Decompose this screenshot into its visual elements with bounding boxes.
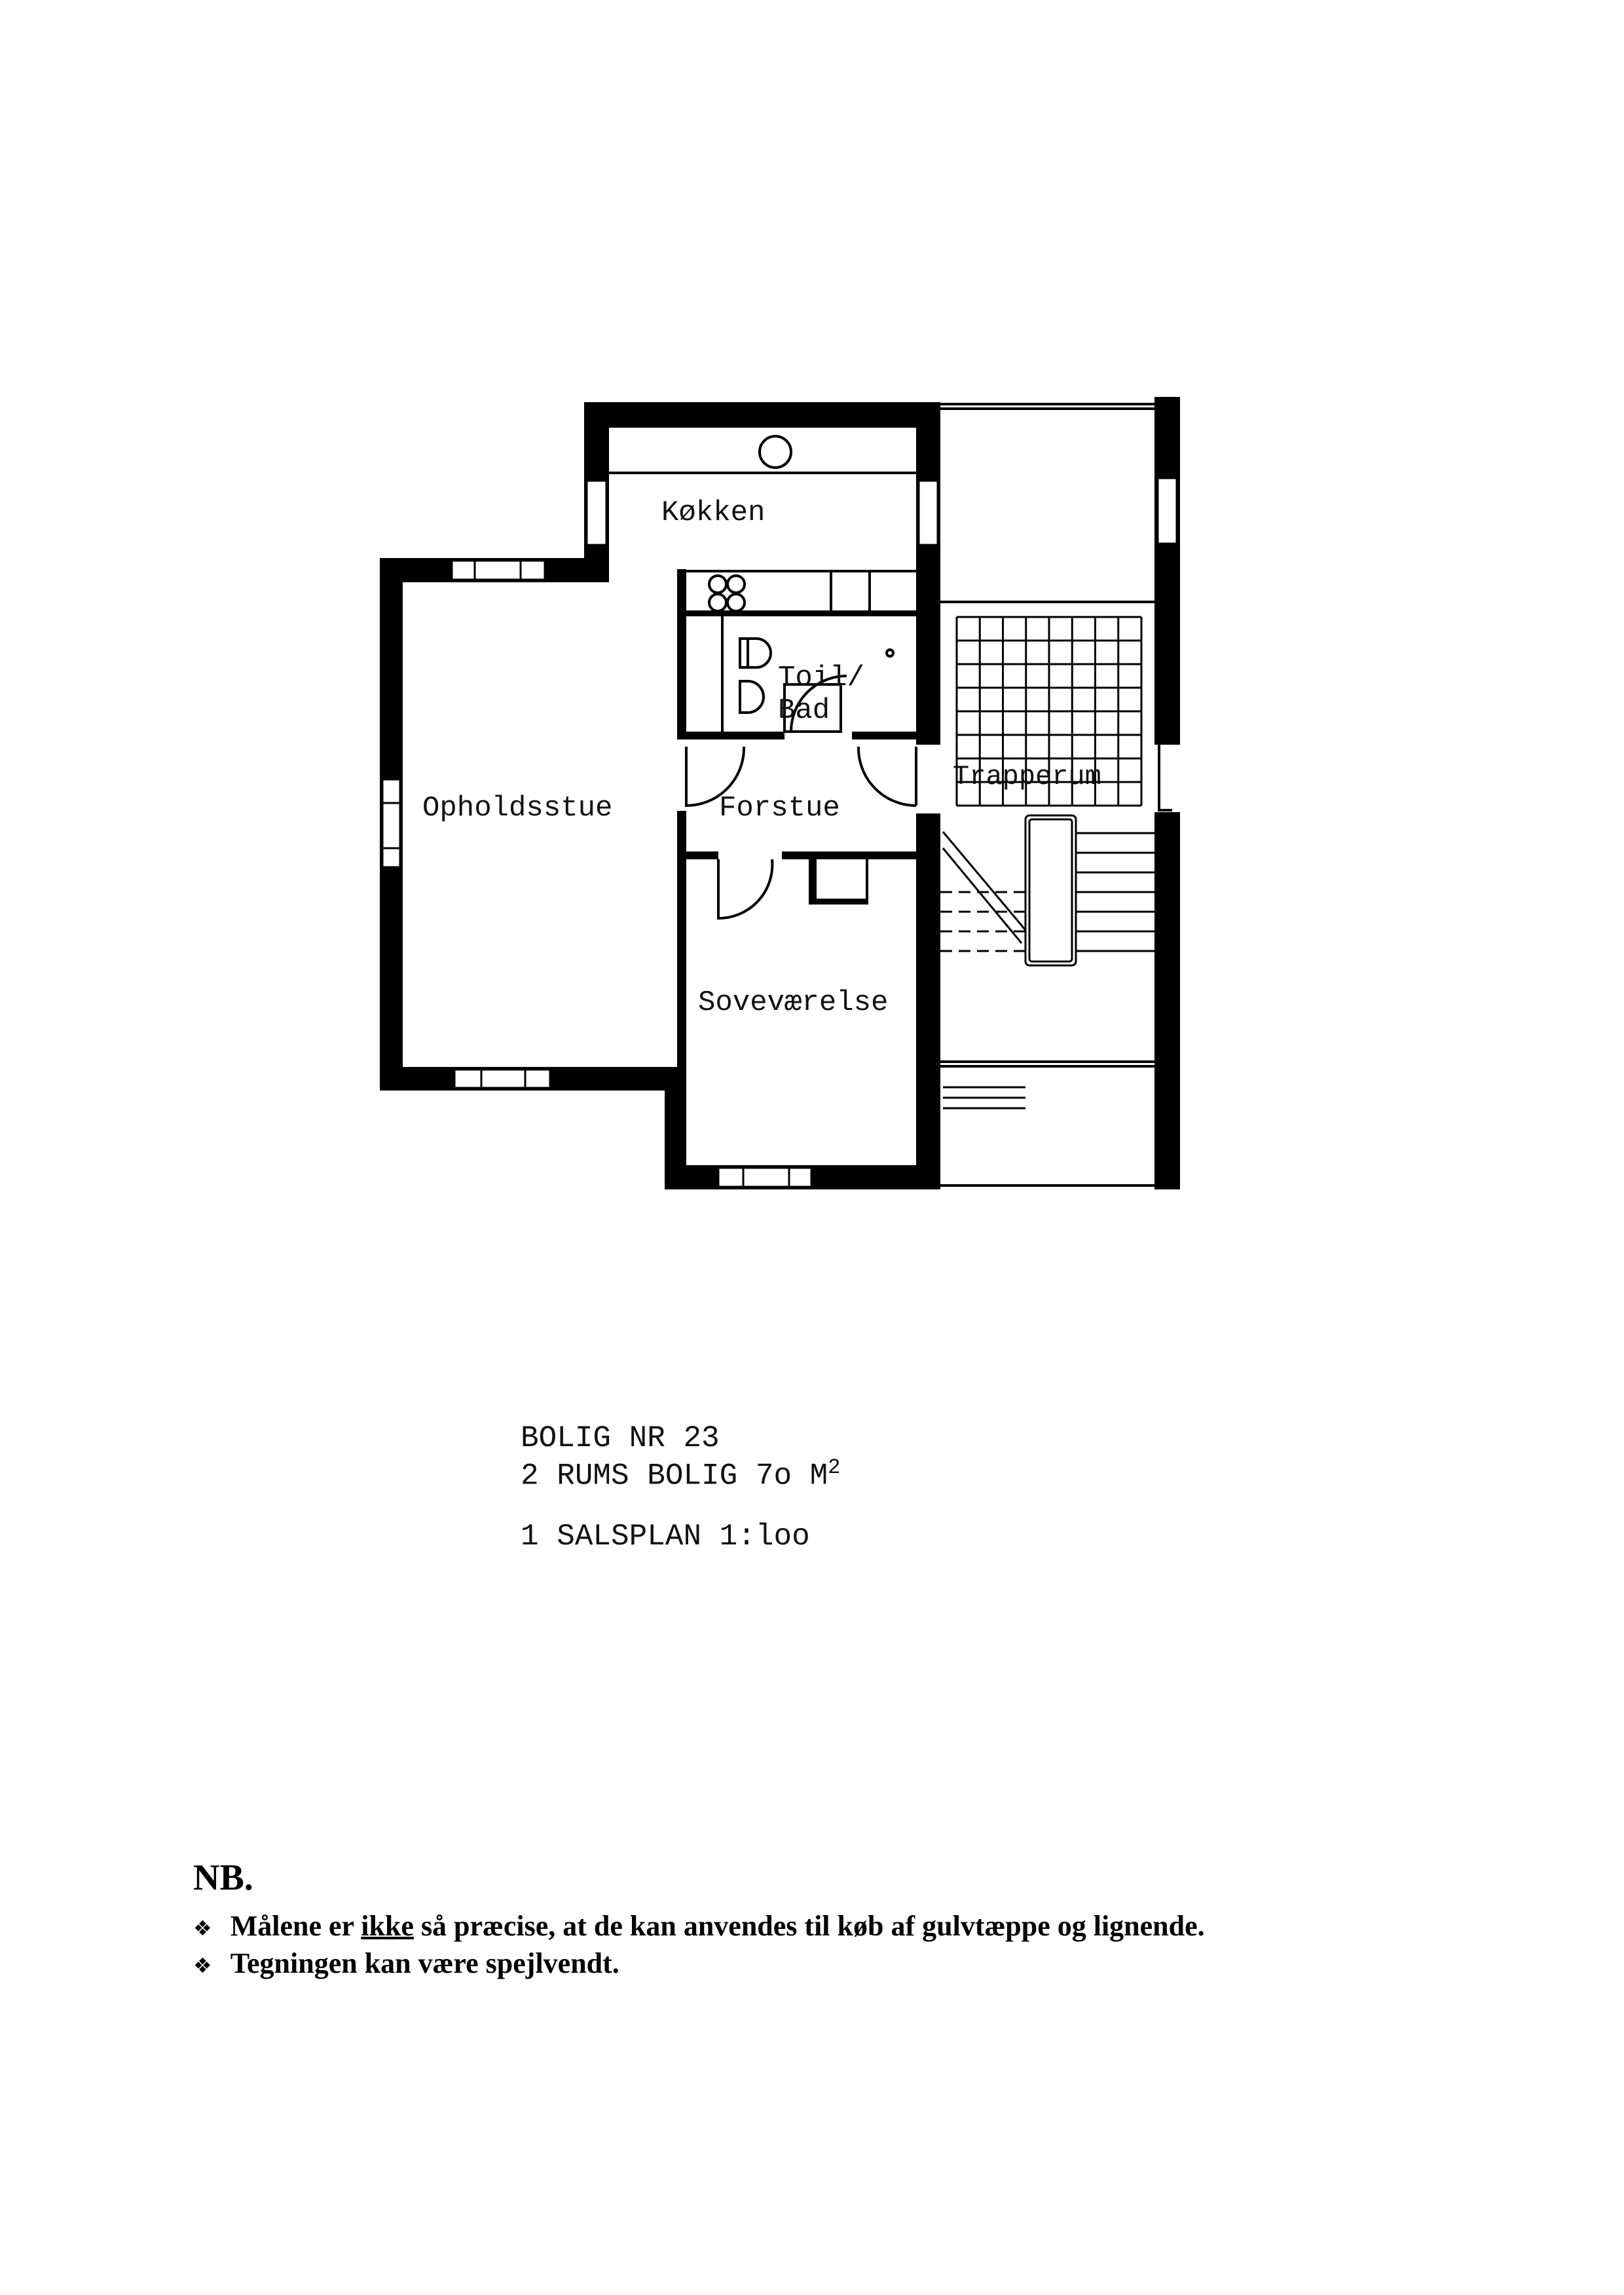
stair-grid [955,616,1143,807]
notes-heading: NB. [193,1857,253,1898]
caption-plan-scale: 1 SALSPLAN 1:loo [521,1520,810,1554]
sink-icon [758,435,792,469]
caption-unit-size: 2 RUMS BOLIG 7o M2 [521,1455,840,1493]
stairs [940,814,1154,1110]
room-label-stairwell: Trapperum [953,761,1101,793]
windows [381,477,1178,1188]
caption-unit-number: BOLIG NR 23 [521,1421,720,1455]
room-labels: Køkken Opholdsstue Toil/ Bad Forstue Tra… [422,496,1101,1019]
note-text: Målene er [230,1910,361,1942]
stove-icon [708,574,746,612]
room-label-kitchen: Køkken [661,496,765,529]
room-label-hall: Forstue [719,792,840,825]
room-label-bedroom: Soveværelse [698,986,888,1019]
room-label-bath: Bad [778,694,830,727]
caption-size-sup: 2 [828,1455,841,1480]
note-item-1: ❖ Målene er ikke så præcise, at de kan an… [193,1909,1205,1943]
bullet-icon: ❖ [193,1953,212,1978]
room-label-toilet: Toil/ [778,662,864,694]
note-emphasis: ikke [361,1910,414,1942]
caption-size-text: 2 RUMS BOLIG 7o M [521,1459,828,1493]
toilet-icon [739,637,895,714]
room-label-living: Opholdsstue [422,792,612,825]
bullet-icon: ❖ [193,1916,212,1941]
note-item-2: ❖ Tegningen kan være spejlvendt. [193,1947,619,1980]
thin-lines [609,403,1154,1187]
note-text: Tegningen kan være spejlvendt. [230,1947,619,1979]
note-text: så præcise, at de kan anvendes til køb a… [413,1910,1205,1942]
doors [685,675,1172,920]
